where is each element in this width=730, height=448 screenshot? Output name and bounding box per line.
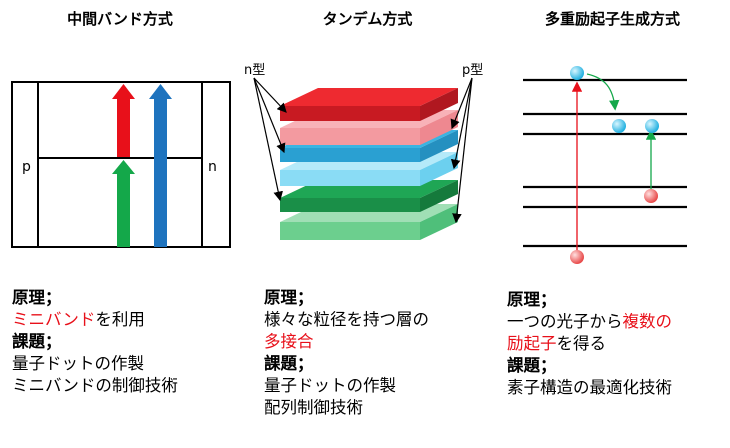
green-layer-stack bbox=[280, 180, 458, 240]
panel-multiple-exciton: 多重励起子生成方式 bbox=[495, 0, 730, 448]
n-type-pointers bbox=[253, 77, 287, 202]
hole-dot bbox=[570, 250, 584, 264]
electron-dot bbox=[612, 119, 626, 133]
multiple-exciton-diagram bbox=[523, 66, 687, 264]
red-arrow-shaft bbox=[117, 97, 130, 157]
panel-title: 中間バンド方式 bbox=[67, 10, 173, 28]
energy-levels bbox=[523, 78, 687, 248]
panel-title: タンデム方式 bbox=[322, 10, 413, 28]
principle-text: 一つの光子から複数の bbox=[507, 311, 672, 333]
tandem-diagram: n型 p型 bbox=[244, 63, 483, 240]
principle-text-pre: 一つの光子から bbox=[507, 312, 623, 331]
blue-arrow-shaft bbox=[154, 97, 167, 247]
principle-highlight: ミニバンド bbox=[12, 310, 96, 329]
red-arrow-head bbox=[112, 84, 135, 99]
text-block: 原理； 様々な粒径を持つ層の 多接合 課題； 量子ドットの作製 配列制御技術 bbox=[264, 287, 429, 419]
issue-item: 配列制御技術 bbox=[264, 398, 363, 417]
green-arrow-shaft bbox=[117, 172, 130, 247]
principle-heading: 原理； bbox=[12, 288, 62, 307]
issue-item: ミニバンドの制御技術 bbox=[12, 376, 178, 395]
n-label: n bbox=[208, 159, 217, 175]
text-block: 原理； ミニバンドを利用 課題； 量子ドットの作製 ミニバンドの制御技術 bbox=[12, 287, 178, 397]
principle-rest: を得る bbox=[556, 334, 607, 353]
text-block: 原理； 一つの光子から複数の 励起子を得る 課題； 素子構造の最適化技術 bbox=[507, 289, 672, 399]
relaxation-arrow bbox=[586, 73, 620, 111]
electron-dot bbox=[645, 119, 659, 133]
principle-highlight: 励起子 bbox=[507, 334, 557, 353]
electron-dot bbox=[570, 66, 584, 80]
issue-item: 量子ドットの作製 bbox=[264, 376, 396, 395]
p-label: p bbox=[22, 159, 31, 175]
issues-heading: 課題； bbox=[264, 354, 314, 373]
principle-highlight: 複数の bbox=[622, 312, 673, 331]
principle-text: 様々な粒径を持つ層の bbox=[264, 310, 429, 329]
panel-title: 多重励起子生成方式 bbox=[544, 10, 680, 28]
panel-intermediate-band: 中間バンド方式 p n 原理； ミニバンドを利用 課題； 量子ドットの作製 ミニ… bbox=[0, 0, 240, 448]
issue-item: 量子ドットの作製 bbox=[12, 354, 144, 373]
panel-tandem: タンデム方式 bbox=[240, 0, 495, 448]
green-arrow-head bbox=[112, 160, 135, 174]
principle-rest: を利用 bbox=[95, 310, 145, 329]
blue-arrow-head bbox=[149, 84, 172, 99]
principle-heading: 原理； bbox=[264, 288, 314, 307]
hole-dot bbox=[644, 189, 658, 203]
p-type-pointers bbox=[450, 77, 473, 224]
n-type-label: n型 bbox=[244, 63, 265, 78]
red-layer-stack bbox=[280, 88, 458, 145]
intermediate-band-diagram: p n bbox=[11, 81, 231, 248]
issues-heading: 課題； bbox=[507, 356, 557, 375]
p-type-label: p型 bbox=[462, 63, 483, 78]
principle-text: 励起子を得る bbox=[507, 333, 672, 355]
issue-item: 素子構造の最適化技術 bbox=[507, 378, 672, 397]
principle-text: ミニバンドを利用 bbox=[12, 309, 178, 331]
issues-heading: 課題； bbox=[12, 332, 62, 351]
principle-highlight: 多接合 bbox=[264, 332, 314, 351]
principle-heading: 原理； bbox=[507, 290, 557, 309]
